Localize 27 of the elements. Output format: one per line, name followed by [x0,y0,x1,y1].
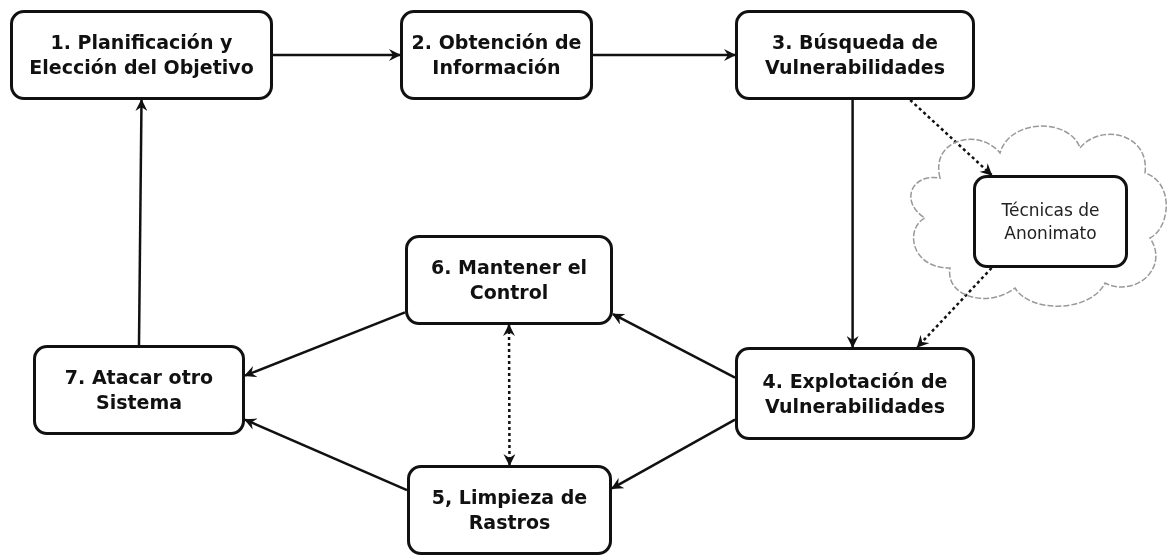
arrow [909,99,993,176]
box-label: 1. Planificación y Elección del Objetivo [28,30,255,80]
process-box [405,235,613,325]
arrow [593,49,736,61]
arrow [612,313,736,379]
process-box [735,347,975,440]
process-box [400,10,593,100]
box-label: 4. Explotación de Vulnerabilidades [761,368,949,419]
process-box [735,10,975,100]
process-box [33,345,245,435]
process-box [973,175,1128,268]
arrow [135,99,148,345]
arrow [611,418,736,490]
box-label: 5, Limpieza de Rastros [430,485,589,535]
box-label: 3. Búsqueda de Vulnerabilidades [764,30,946,80]
process-box [407,465,612,555]
box-label: 6. Mantener el Control [429,255,589,305]
box-label: Técnicas de Anonimato [1000,199,1101,244]
arrow [244,418,408,492]
arrow [244,311,406,378]
arrow [846,100,859,348]
arrow [503,324,516,466]
box-label: 2. Obtención de Información [410,30,583,80]
box-label: 7. Atacar otro Sistema [63,365,215,415]
arrow [916,267,993,348]
process-box [10,10,273,100]
arrow [273,49,401,61]
